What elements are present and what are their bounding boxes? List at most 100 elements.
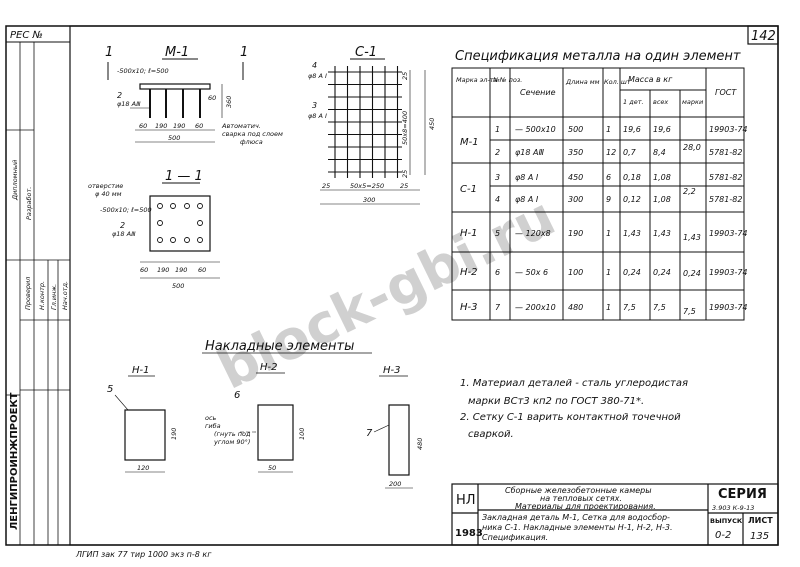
spec-cell-section: φ8 A I <box>515 195 539 204</box>
spec-cell-gost: 19903-74 <box>709 229 748 238</box>
spec-cell-section: φ18 AⅢ <box>515 148 544 157</box>
tb-desc5: ника С-1. Накладные элементы Н-1, Н-2, Н… <box>482 523 673 532</box>
view-section-1-1: 1 — 1 отверстие φ 40 мм -500x10; ℓ=500 2… <box>88 169 220 290</box>
spec-cell-unit: 0,12 <box>623 195 641 204</box>
s1-d25c: 25 <box>322 182 330 190</box>
h2-label3: (гнуть под <box>214 430 251 438</box>
m1-d3: 190 <box>173 122 185 130</box>
spec-cell-unit: 19,6 <box>623 125 641 134</box>
page-corner: 142 <box>751 29 776 44</box>
tb-sheet-value: 135 <box>750 531 769 542</box>
sec11-plate: -500x10; ℓ=500 <box>100 206 152 214</box>
sec11-title: 1 — 1 <box>165 169 203 184</box>
sec11-d1: 60 <box>140 266 148 274</box>
spec-cell-mark: Н-2 <box>460 267 478 278</box>
s1-d300: 300 <box>363 196 375 204</box>
spec-cell-gost: 5781-82 <box>709 195 742 204</box>
hdr-length: Длина мм <box>565 78 600 86</box>
h1-w: 120 <box>137 464 149 472</box>
spec-cell-length: 350 <box>568 148 583 157</box>
sheet-ref: РЕС № <box>10 30 43 41</box>
spec-cell-unit: 7,5 <box>623 303 636 312</box>
spec-cell-pos: 3 <box>495 173 500 182</box>
s1-pos4: 4 <box>312 61 317 70</box>
spec-cell-length: 450 <box>568 173 583 182</box>
m1-total: 500 <box>168 134 180 142</box>
m1-note2: сварка под слоем <box>222 130 283 138</box>
m1-note1: Автоматич. <box>221 122 261 130</box>
hdr-section: Сечение <box>520 88 556 97</box>
spec-cell-pos: 7 <box>495 303 501 312</box>
spec-cell-all: 1,08 <box>653 195 671 204</box>
m1-d2: 190 <box>155 122 167 130</box>
spec-cell-qty: 6 <box>606 173 611 182</box>
h2-pos: 6 <box>234 390 240 401</box>
spec-cell-section: — 500x10 <box>515 125 556 134</box>
sec11-rod-pos: 2 <box>120 221 125 230</box>
spec-cell-length: 300 <box>568 195 583 204</box>
spec-cell-length: 100 <box>568 268 583 277</box>
s1-pos3: 3 <box>312 101 317 110</box>
spec-table: Спецификация металла на один элемент <box>451 49 748 321</box>
spec-cell-all: 7,5 <box>653 303 666 312</box>
m1-note3: флюса <box>240 138 263 146</box>
note-2: марки ВСт3 кп2 по ГОСТ 380-71*. <box>468 396 644 407</box>
footer-print: ЛГИП зак 77 тир 1000 экз п-8 кг <box>75 550 212 559</box>
h2-w: 50 <box>268 464 276 472</box>
spec-cell-gost: 5781-82 <box>709 148 742 157</box>
sec11-rod: φ18 AⅢ <box>112 230 136 238</box>
m1-rod-label: φ18 AⅢ <box>117 100 141 108</box>
view-s1: С-1 4 φ8 A I 3 φ8 A I 25 50x8=400 25 450… <box>308 45 436 205</box>
spec-cell-total: 2,2 <box>683 187 696 196</box>
spec-cell-gost: 5781-82 <box>709 173 742 182</box>
tb-series-label: СЕРИЯ <box>718 487 767 502</box>
m1-d4: 60 <box>195 122 203 130</box>
spec-cell-gost: 19903-74 <box>709 303 748 312</box>
hdr-pos: №№ поз. <box>492 76 522 84</box>
h3-title: Н-3 <box>383 365 401 376</box>
spec-cell-unit: 0,18 <box>623 173 641 182</box>
m1-plate-label: -500x10; ℓ=500 <box>117 67 169 75</box>
title-block: НЛ 1983 Сборные железобетонные камеры на… <box>451 483 779 546</box>
side-stamp <box>6 42 70 545</box>
spec-cell-qty: 1 <box>606 268 611 277</box>
spec-cell-qty: 1 <box>606 229 611 238</box>
stamp-r2: Разработ. <box>25 187 33 220</box>
tb-desc2: на тепловых сетях. <box>540 494 622 503</box>
hdr-qty: Кол. шт <box>604 78 631 86</box>
stamp-r3: Проверил <box>24 277 32 310</box>
spec-cell-pos: 2 <box>495 148 500 157</box>
spec-cell-mark: С-1 <box>460 184 477 195</box>
overlay-elements: Накладные элементы Н-1 5 190 120 Н-2 6 о… <box>107 339 424 489</box>
spec-cell-mark: Н-1 <box>460 228 478 239</box>
spec-cell-all: 0,24 <box>653 268 671 277</box>
tb-desc4: Закладная деталь М-1, Сетка для водосбор… <box>482 513 670 522</box>
s1-d25d: 25 <box>400 182 408 190</box>
spec-cell-unit: 0,7 <box>623 148 637 157</box>
spec-cell-section: φ8 A I <box>515 173 539 182</box>
hdr-mass: Масса в кг <box>628 75 673 84</box>
spec-cell-total: 1,43 <box>683 233 701 242</box>
spec-cell-pos: 5 <box>495 229 500 238</box>
s1-d50x8: 50x8=400 <box>401 111 409 145</box>
spec-cell-all: 19,6 <box>653 125 671 134</box>
spec-title: Спецификация металла на один элемент <box>455 49 741 64</box>
spec-cell-total: 7,5 <box>683 307 696 316</box>
spec-cell-unit: 0,24 <box>623 268 641 277</box>
sec11-d2: 190 <box>157 266 169 274</box>
hdr-mass-unit: 1 дет. <box>623 98 644 106</box>
tb-year: 1983 <box>455 528 483 539</box>
h2-label1: ось <box>205 414 217 422</box>
tb-sheet-label: ЛИСТ <box>748 516 773 525</box>
h3-h: 480 <box>416 438 424 450</box>
tb-issue-label: ВЫПУСК <box>710 517 743 525</box>
s1-d25b: 25 <box>401 170 409 178</box>
spec-cell-section: — 120x8 <box>515 229 551 238</box>
s1-d25a: 25 <box>401 72 409 80</box>
s1-d450: 450 <box>428 118 436 130</box>
hdr-mass-mark: марки <box>682 98 703 106</box>
h1-title: Н-1 <box>132 365 150 376</box>
tb-desc1: Сборные железобетонные камеры <box>505 486 652 495</box>
h2-h: 100 <box>298 428 306 440</box>
spec-cell-pos: 4 <box>495 195 500 204</box>
